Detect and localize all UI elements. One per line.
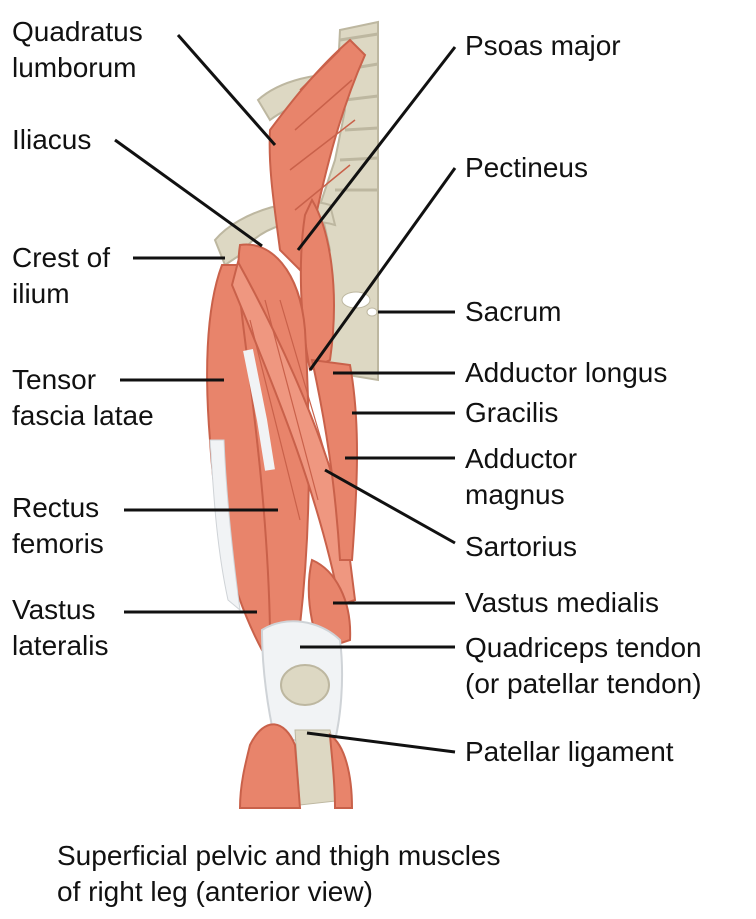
caption-line-1: Superficial pelvic and thigh muscles <box>57 840 501 871</box>
label-line: (or patellar tendon) <box>465 668 702 699</box>
label-line: Adductor <box>465 443 578 474</box>
label-line: lumborum <box>12 52 137 83</box>
leader-psoas-major <box>296 46 457 251</box>
label-sacrum: Sacrum <box>465 294 561 330</box>
label-vastus-lateralis: Vastus lateralis <box>12 592 108 664</box>
label-line: femoris <box>12 528 104 559</box>
label-adductor-magnus: Adductor magnus <box>465 441 577 513</box>
label-patellar-ligament: Patellar ligament <box>465 734 674 770</box>
label-line: Quadratus <box>12 16 143 47</box>
label-line: fascia latae <box>12 400 154 431</box>
label-line: Adductor longus <box>465 357 668 388</box>
label-line: Vastus medialis <box>465 587 660 618</box>
label-line: Patellar ligament <box>465 736 674 767</box>
caption-line-2: of right leg (anterior view) <box>57 876 373 907</box>
label-crest-of-ilium: Crest of ilium <box>12 240 110 312</box>
label-line: magnus <box>465 479 565 510</box>
lower-leg <box>238 723 354 809</box>
leader-pectineus <box>308 167 457 371</box>
upper-muscles <box>268 38 367 372</box>
label-adductor-longus: Adductor longus <box>465 355 667 391</box>
label-line: Vastus <box>12 594 96 625</box>
label-line: Iliacus <box>12 124 92 155</box>
label-line: lateralis <box>12 630 109 661</box>
label-line: Quadriceps tendon <box>465 632 702 663</box>
label-quadriceps-tendon: Quadriceps tendon (or patellar tendon) <box>465 630 702 702</box>
label-rectus-femoris: Rectus femoris <box>12 490 104 562</box>
label-iliacus: Iliacus <box>12 122 91 158</box>
label-line: Sacrum <box>465 296 562 327</box>
label-tensor-fascia-latae: Tensor fascia latae <box>12 362 154 434</box>
label-vastus-medialis: Vastus medialis <box>465 585 659 621</box>
label-quadratus-lumborum: Quadratus lumborum <box>12 14 143 86</box>
label-line: Pectineus <box>465 152 588 183</box>
leader-quadratus-lumborum <box>176 34 277 146</box>
label-line: Tensor <box>12 364 97 395</box>
leader-sartorius <box>324 468 456 545</box>
thigh-muscles <box>206 243 358 652</box>
leader-patellar-ligament <box>306 731 456 754</box>
label-sartorius: Sartorius <box>465 529 577 565</box>
label-line: Crest of <box>12 242 111 273</box>
label-line: ilium <box>12 278 70 309</box>
label-gracilis: Gracilis <box>465 395 558 431</box>
label-pectineus: Pectineus <box>465 150 588 186</box>
figure-caption: Superficial pelvic and thigh muscles of … <box>57 838 501 910</box>
label-line: Rectus <box>12 492 100 523</box>
label-line: Psoas major <box>465 30 621 61</box>
label-line: Sartorius <box>465 531 578 562</box>
leader-lines <box>114 34 457 754</box>
leader-iliacus <box>114 138 263 248</box>
label-psoas-major: Psoas major <box>465 28 621 64</box>
knee-structures <box>260 620 346 806</box>
label-line: Gracilis <box>465 397 559 428</box>
